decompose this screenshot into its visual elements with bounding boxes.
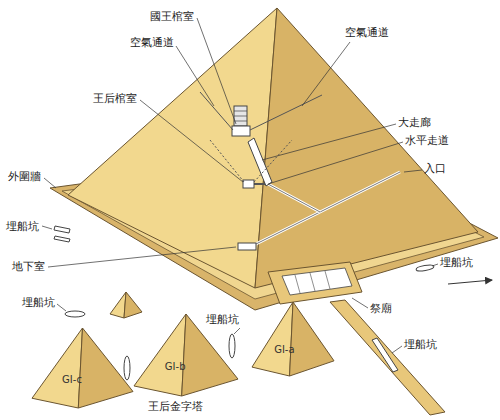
part-label: 外圍牆 bbox=[8, 170, 41, 183]
part-label: 空氣通道 bbox=[345, 26, 389, 39]
queen-pyramid: GI-a bbox=[250, 300, 336, 378]
part-label: 國王棺室 bbox=[150, 10, 194, 23]
part-label: 埋船坑 bbox=[440, 256, 473, 269]
pyramid-outline bbox=[250, 300, 336, 378]
part-label: 埋船坑 bbox=[404, 338, 437, 351]
part-label: 王后棺室 bbox=[93, 92, 137, 105]
part-label: 埋船坑 bbox=[206, 313, 239, 326]
pyramid-code: GI-b bbox=[165, 361, 186, 373]
part-label: 地下室 bbox=[12, 260, 45, 273]
part-label: 水平走道 bbox=[405, 134, 449, 147]
pyramid-outline bbox=[132, 312, 240, 398]
pyramid-outline bbox=[30, 326, 135, 410]
part-label: 埋船坑 bbox=[22, 296, 55, 309]
part-label: 空氣通道 bbox=[130, 36, 174, 49]
part-label: 大走廊 bbox=[398, 116, 431, 129]
part-label: 祭廟 bbox=[370, 302, 392, 315]
queen-pyramid: GI-b bbox=[132, 312, 240, 398]
part-label: 王后金字塔 bbox=[148, 400, 203, 413]
queen-pyramid: GI-c bbox=[30, 326, 135, 410]
part-label: 埋船坑 bbox=[6, 220, 39, 233]
part-label: 入口 bbox=[424, 162, 446, 175]
pyramid-code: GI-a bbox=[274, 344, 294, 356]
pyramid-code: GI-c bbox=[62, 374, 82, 386]
